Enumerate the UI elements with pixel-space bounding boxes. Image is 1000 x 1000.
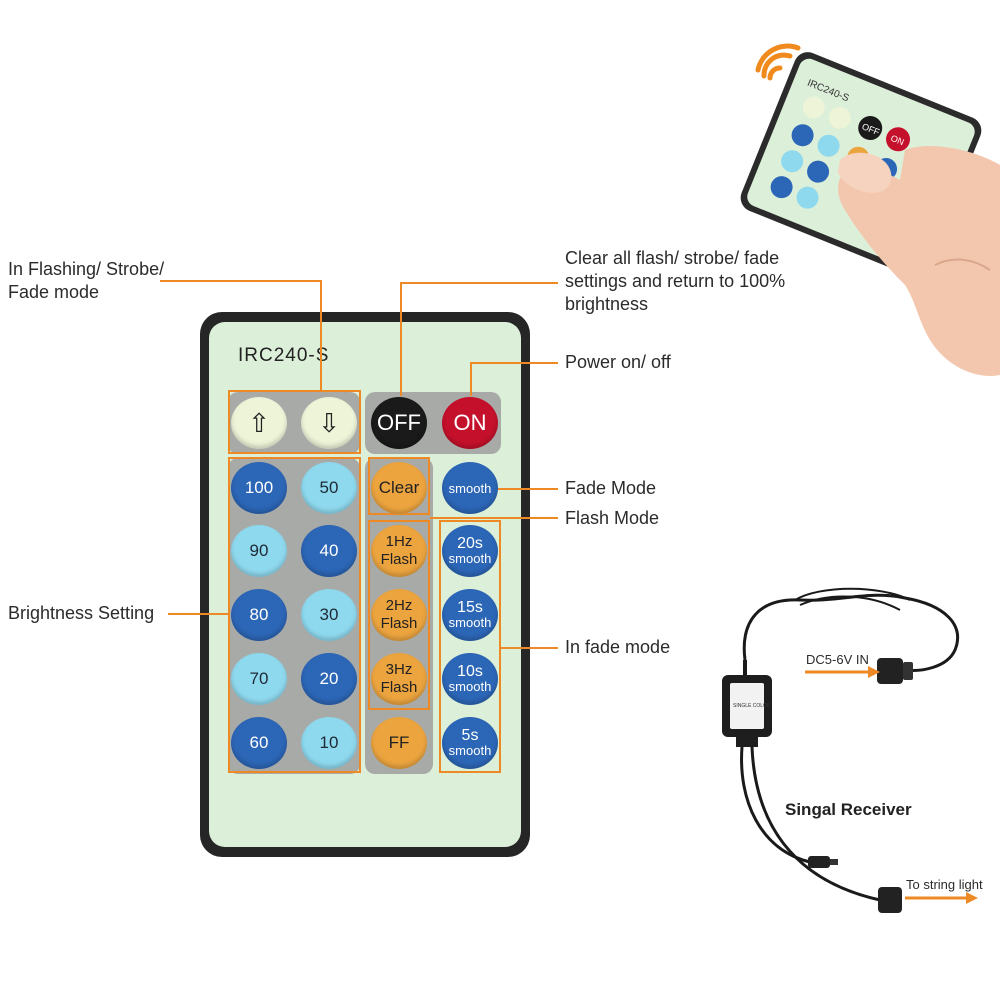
label-power: Power on/ off [565,352,671,372]
brightness-40-button[interactable]: 40 [301,525,357,577]
label-in-fade-mode: In fade mode [565,637,671,657]
signal-receiver-illustration: SINGLE COLOR [722,587,978,913]
down-arrow-button[interactable]: ⇩ [301,397,357,449]
clear-outline [368,457,430,515]
brightness-50-button[interactable]: 50 [301,462,357,514]
remote-model-label: IRC240-S [238,345,330,366]
smooth-button[interactable]: smooth [442,462,498,514]
updown-outline [228,390,361,454]
output-label: To string light [906,877,983,892]
brightness-90-button[interactable]: 90 [231,525,287,577]
svg-text:SINGLE COLOR: SINGLE COLOR [733,703,771,709]
hand-remote-photo: IRC240-S OFF ON [740,43,1000,376]
label-flashing-2: Fade mode [8,282,100,302]
brightness-30-button[interactable]: 30 [301,589,357,641]
brightness-60-button[interactable]: 60 [231,717,287,769]
leader-flashing-v [320,280,322,391]
leader-power [470,362,558,364]
on-button[interactable]: ON [442,397,498,449]
label-flashing-1: In Flashing/ Strobe/ [8,259,165,279]
leader-clear-v [400,282,402,396]
brightness-10-button[interactable]: 10 [301,717,357,769]
wifi-signal-icon [755,43,801,81]
dc-input-label: DC5-6V IN [806,652,869,667]
leader-flashing [160,280,322,282]
brightness-outline [228,457,361,773]
label-clear-3: brightness [565,294,649,314]
clear-button[interactable]: Clear [371,462,427,514]
label-flash-mode: Flash Mode [565,508,660,528]
off-button[interactable]: OFF [371,397,427,449]
leader-fade [498,488,558,490]
brightness-70-button[interactable]: 70 [231,653,287,705]
brightness-20-button[interactable]: 20 [301,653,357,705]
leader-flash [430,517,558,519]
flash-outline [368,520,430,710]
label-fade-mode: Fade Mode [565,478,657,498]
leader-brightness [168,613,228,615]
label-brightness: Brightness Setting [8,603,155,623]
label-clear-1: Clear all flash/ strobe/ fade [565,248,780,268]
leader-in-fade [501,647,558,649]
brightness-80-button[interactable]: 80 [231,589,287,641]
label-clear-2: settings and return to 100% [565,271,786,291]
brightness-100-button[interactable]: 100 [231,462,287,514]
up-arrow-button[interactable]: ⇧ [231,397,287,449]
svg-text:ON: ON [889,133,905,147]
fade-outline [439,520,501,773]
receiver-title: Singal Receiver [785,800,912,819]
leader-power-v [470,362,472,396]
ff-button[interactable]: FF [371,717,427,769]
leader-clear [400,282,558,284]
